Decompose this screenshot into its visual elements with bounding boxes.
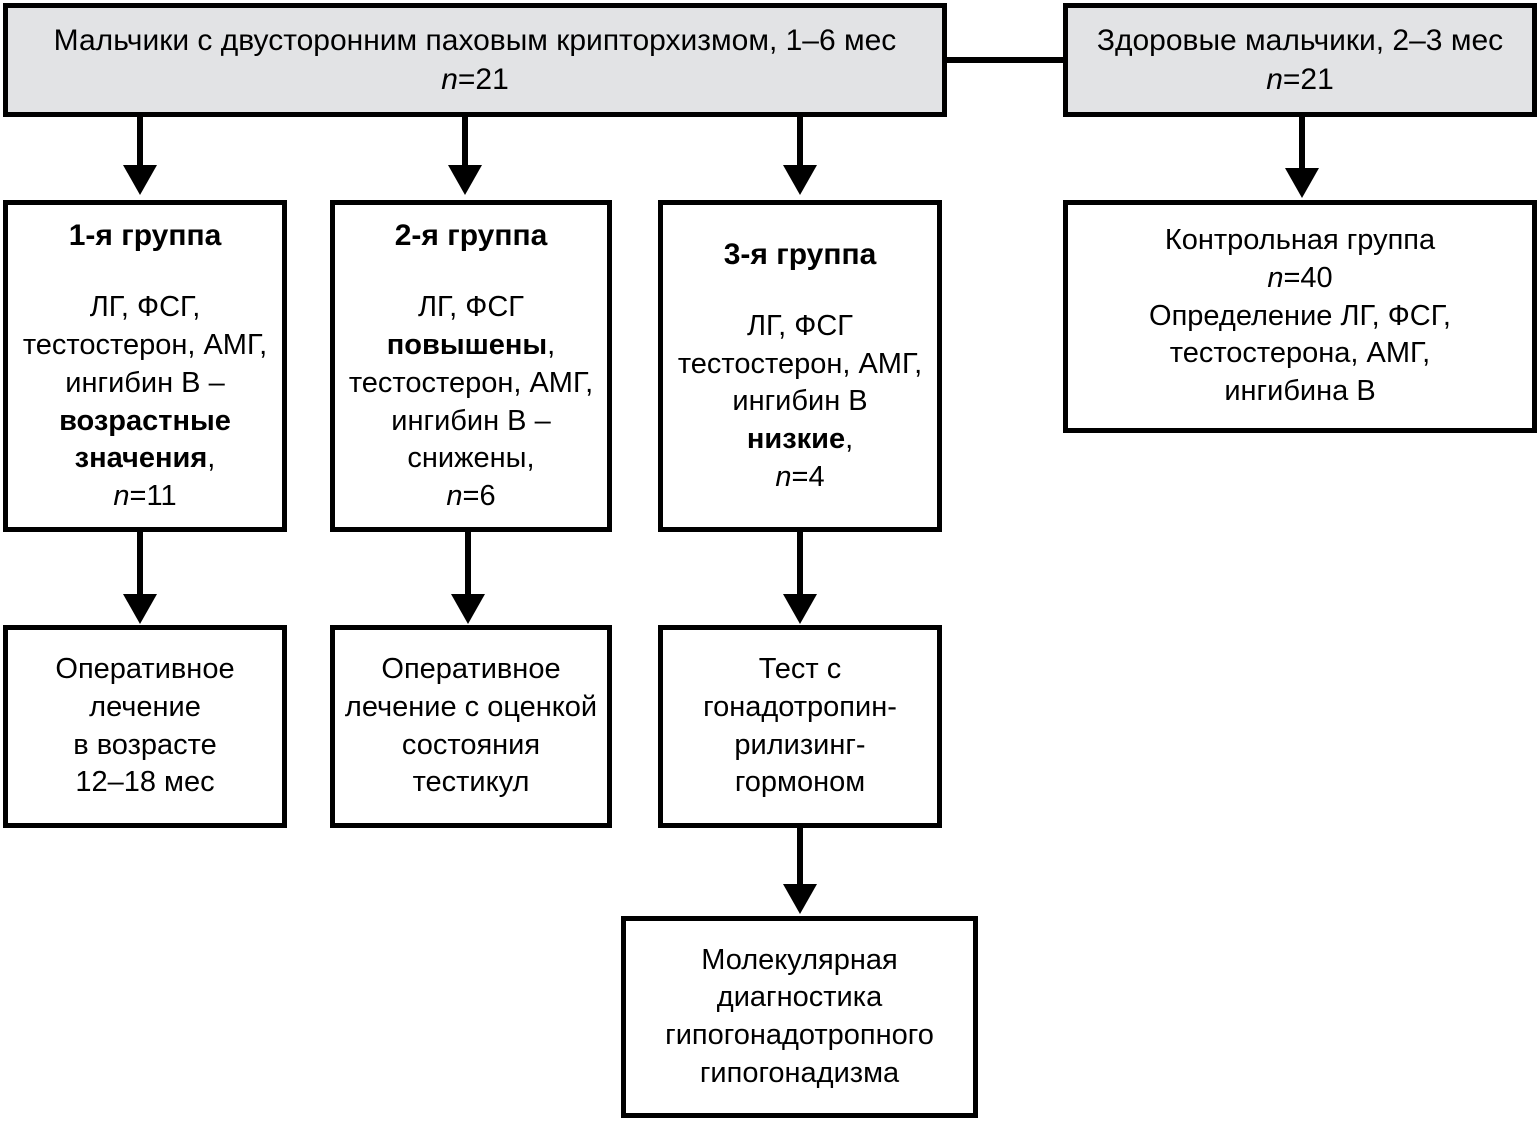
source-cohort-label: Мальчики с двусторонним паховым крипторх… <box>53 24 897 57</box>
n-value: =11 <box>129 479 177 512</box>
source-cohort-n: n=21 <box>441 60 509 99</box>
box-source-cohort: Мальчики с двусторонним паховым крипторх… <box>3 3 947 117</box>
n-symbol: n <box>446 479 463 512</box>
arrow-head-treatment2 <box>451 594 485 624</box>
arrow-line-treatment1 <box>137 532 143 598</box>
group-1-line-5-tail: , <box>207 442 216 475</box>
group-3-line-4: низкие, <box>747 421 853 459</box>
healthy-cohort-n: n=21 <box>1266 60 1334 99</box>
molecular-line-2: диагностика <box>716 981 883 1014</box>
group-3-n: n=4 <box>775 459 824 497</box>
box-molecular-diagnostics: Молекулярная диагностика гипогонадотропн… <box>621 916 978 1118</box>
molecular-line-1: Молекулярная <box>701 943 898 976</box>
treatment-1-line-3: в возрасте <box>73 728 217 761</box>
treatment-1-line-1: Оперативное <box>55 653 235 686</box>
group-1-title: 1-я группа <box>68 219 222 253</box>
arrow-line-group2 <box>462 117 468 183</box>
arrow-head-group3 <box>783 165 817 195</box>
box-treatment-2: Оперативное лечение с оценкой состояния … <box>330 625 612 828</box>
treatment-3-line-2: гонадотропин- <box>703 690 897 723</box>
group-1-line-2: тестостерон, АМГ, <box>22 329 268 362</box>
group-2-line-2-tail: , <box>547 329 556 362</box>
n-symbol: n <box>113 479 130 512</box>
group-2-n: n=6 <box>446 478 495 516</box>
treatment-3-line-1: Тест с <box>758 653 842 686</box>
arrow-head-control <box>1285 168 1319 198</box>
treatment-2-line-3: состояния <box>401 728 541 761</box>
group-3-line-1: ЛГ, ФСГ <box>746 310 853 342</box>
control-group-line-3: Определение ЛГ, ФСГ, <box>1149 299 1451 332</box>
treatment-2-line-1: Оперативное <box>381 653 561 686</box>
control-group-line-5: ингибина В <box>1224 375 1376 408</box>
group-2-line-1: ЛГ, ФСГ <box>417 291 524 324</box>
arrow-head-treatment1 <box>123 594 157 624</box>
molecular-line-3: гипогонадотропного <box>665 1019 934 1051</box>
group-2-title: 2-я группа <box>394 219 548 253</box>
n-value: =6 <box>462 479 496 512</box>
arrow-head-group1 <box>123 165 157 195</box>
group-3-title: 3-я группа <box>723 238 877 271</box>
group-3-line-3: ингибин В <box>732 385 868 418</box>
group-1-line-5: значения, <box>75 440 216 478</box>
group-2-line-5: снижены, <box>407 442 535 475</box>
group-2-line-2: повышены, <box>387 327 555 365</box>
arrow-line-control <box>1299 117 1305 185</box>
n-symbol: n <box>775 460 792 493</box>
arrow-head-molecular <box>783 884 817 914</box>
treatment-3-line-3: рилизинг- <box>734 728 866 761</box>
n-symbol: n <box>441 63 458 96</box>
group-3-line-2: тестостерон, АМГ, <box>677 347 923 380</box>
group-1-n: n=11 <box>113 478 176 516</box>
n-value: =21 <box>457 63 509 96</box>
n-symbol: n <box>1267 261 1284 294</box>
box-group-1: 1-я группа ЛГ, ФСГ, тестостерон, АМГ, ин… <box>3 200 287 532</box>
control-group-n: n=40 <box>1267 260 1332 298</box>
connector-cohorts <box>947 57 1065 63</box>
group-1-line-5-bold: значения <box>74 442 208 475</box>
control-group-line-1: Контрольная группа <box>1164 224 1436 257</box>
n-symbol: n <box>1266 63 1283 96</box>
n-value: =4 <box>791 460 825 493</box>
arrow-head-group2 <box>448 165 482 195</box>
box-healthy-cohort: Здоровые мальчики, 2–3 мес n=21 <box>1063 3 1537 117</box>
group-3-line-4-tail: , <box>845 423 854 456</box>
treatment-2-line-2: лечение с оценкой <box>344 690 598 723</box>
n-value: =21 <box>1282 63 1334 96</box>
arrow-line-molecular <box>797 828 803 890</box>
healthy-cohort-label: Здоровые мальчики, 2–3 мес <box>1096 24 1504 57</box>
arrow-line-treatment2 <box>465 532 471 598</box>
molecular-line-4: гипогонадизма <box>699 1056 900 1089</box>
box-group-2: 2-я группа ЛГ, ФСГ повышены, тестостерон… <box>330 200 612 532</box>
arrow-line-treatment3 <box>797 532 803 598</box>
treatment-1-line-2: лечение <box>89 690 201 723</box>
control-group-line-4: тестостерона, АМГ, <box>1169 337 1431 370</box>
treatment-1-line-4: 12–18 мес <box>75 766 215 799</box>
group-2-line-2-bold: повышены <box>386 329 548 362</box>
box-treatment-3: Тест с гонадотропин- рилизинг- гормоном <box>658 625 942 828</box>
box-treatment-1: Оперативное лечение в возрасте 12–18 мес <box>3 625 287 828</box>
group-1-line-3: ингибин В – <box>65 366 225 399</box>
treatment-2-line-4: тестикул <box>412 766 530 799</box>
n-value: =40 <box>1283 261 1333 294</box>
group-1-line-1: ЛГ, ФСГ, <box>89 291 201 324</box>
arrow-line-group1 <box>137 117 143 183</box>
group-3-line-4-bold: низкие <box>746 423 846 456</box>
box-control-group: Контрольная группа n=40 Определение ЛГ, … <box>1063 200 1537 433</box>
arrow-line-group3 <box>797 117 803 183</box>
group-2-line-3: тестостерон, АМГ, <box>348 366 594 399</box>
group-1-line-4: возрастные <box>59 404 231 437</box>
box-group-3: 3-я группа ЛГ, ФСГ тестостерон, АМГ, инг… <box>658 200 942 532</box>
group-2-line-4: ингибин В – <box>391 404 551 437</box>
treatment-3-line-4: гормоном <box>734 766 866 799</box>
arrow-head-treatment3 <box>783 594 817 624</box>
